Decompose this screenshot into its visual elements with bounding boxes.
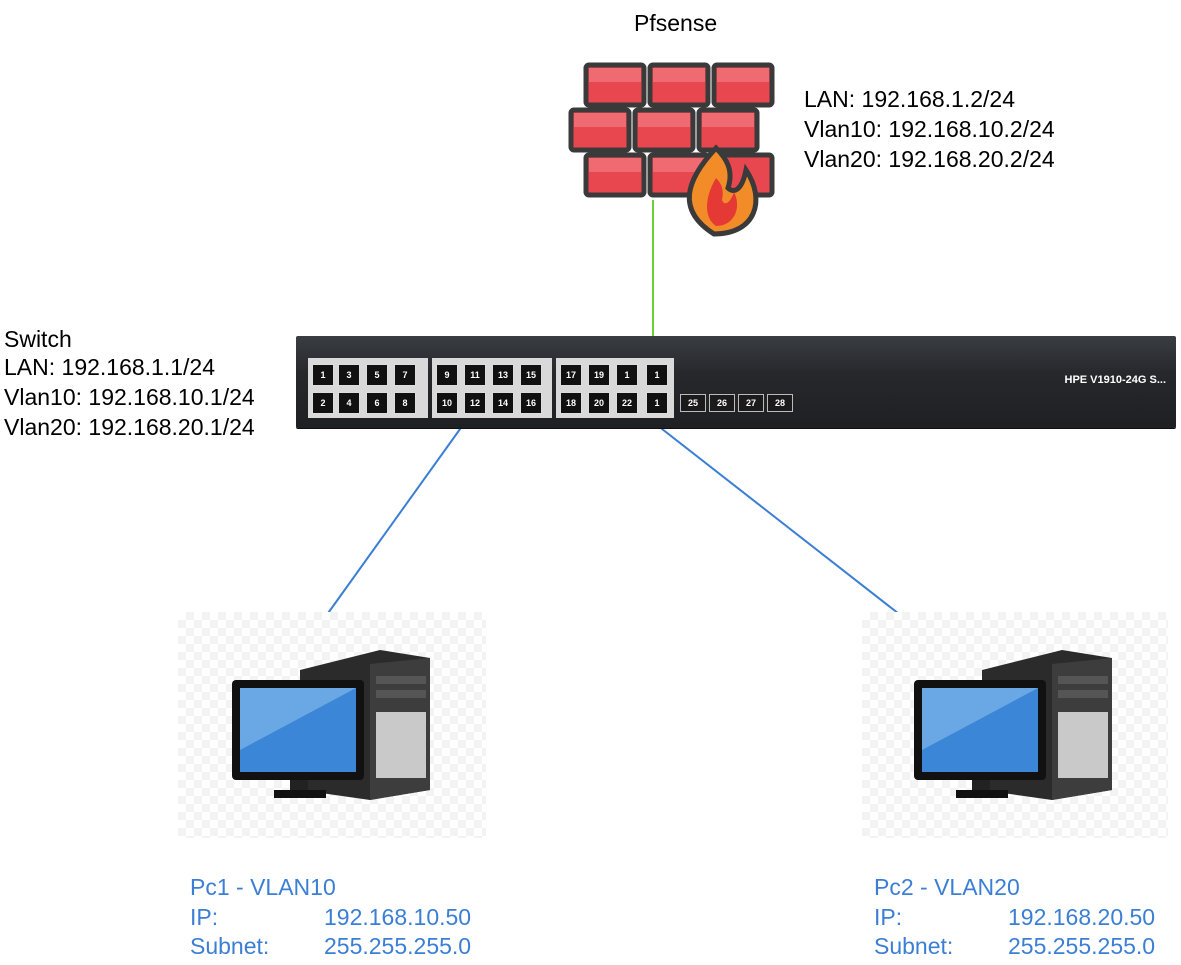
pc2-title: Pc2 - VLAN20 <box>874 874 1020 900</box>
firewall-title: Pfsense <box>634 10 718 36</box>
pc1-subnet-value: 255.255.255.0 <box>324 933 472 959</box>
computer-icon <box>914 650 1112 800</box>
sfp-port: 27 <box>738 394 764 412</box>
pc2-subnet-label: Subnet: <box>874 933 954 959</box>
switch-vlan10-ip: Vlan10: 192.168.10.1/24 <box>4 384 255 410</box>
firewall-icon <box>568 62 775 237</box>
switch-port: 10 <box>436 392 458 414</box>
switch-port: 9 <box>436 364 458 386</box>
switch-port: 20 <box>588 392 610 414</box>
switch-port: 14 <box>492 392 514 414</box>
switch-port: 12 <box>464 392 486 414</box>
sfp-port: 26 <box>709 394 735 412</box>
switch-port: 19 <box>588 364 610 386</box>
switch-lan-ip: LAN: 192.168.1.1/24 <box>4 354 215 380</box>
switch-pc1-link <box>325 403 479 617</box>
switch-port: 1 <box>312 364 334 386</box>
switch-port: 15 <box>520 364 542 386</box>
pc1-ip-label: IP: <box>190 904 219 930</box>
switch-port: 7 <box>394 364 416 386</box>
pc1-title: Pc1 - VLAN10 <box>190 874 336 900</box>
switch-port: 17 <box>560 364 582 386</box>
pc1-subnet-label: Subnet: <box>190 933 270 959</box>
pc1-ip-value: 192.168.10.50 <box>324 904 472 930</box>
firewall-vlan20-ip: Vlan20: 192.168.20.2/24 <box>804 146 1055 172</box>
pc2-subnet-value: 255.255.255.0 <box>1008 933 1156 959</box>
switch-title: Switch <box>4 326 72 352</box>
firewall-lan-ip: LAN: 192.168.1.2/24 <box>804 86 1015 112</box>
switch-port: 22 <box>616 392 638 414</box>
switch-port: 16 <box>520 392 542 414</box>
switch-port: 13 <box>492 364 514 386</box>
switch-model: HPE V1910-24G S... <box>1064 374 1167 386</box>
switch-port: 2 <box>312 392 334 414</box>
switch-port: 18 <box>560 392 582 414</box>
sfp-port: 28 <box>767 394 793 412</box>
pc2-ip-value: 192.168.20.50 <box>1008 904 1156 930</box>
switch-port: 5 <box>366 364 388 386</box>
switch-vlan20-ip: Vlan20: 192.168.20.1/24 <box>4 414 255 440</box>
pc2-ip-label: IP: <box>874 904 903 930</box>
switch-port: 1 <box>616 364 638 386</box>
firewall-vlan10-ip: Vlan10: 192.168.10.2/24 <box>804 116 1055 142</box>
switch-port: 1 <box>646 364 668 386</box>
switch-port: 11 <box>464 364 486 386</box>
computer-icon <box>232 650 430 800</box>
switch-port: 1 <box>646 392 668 414</box>
sfp-port: 25 <box>680 394 706 412</box>
switch-port: 4 <box>338 392 360 414</box>
switch-port: 8 <box>394 392 416 414</box>
switch-port: 6 <box>366 392 388 414</box>
switch-port: 3 <box>338 364 360 386</box>
